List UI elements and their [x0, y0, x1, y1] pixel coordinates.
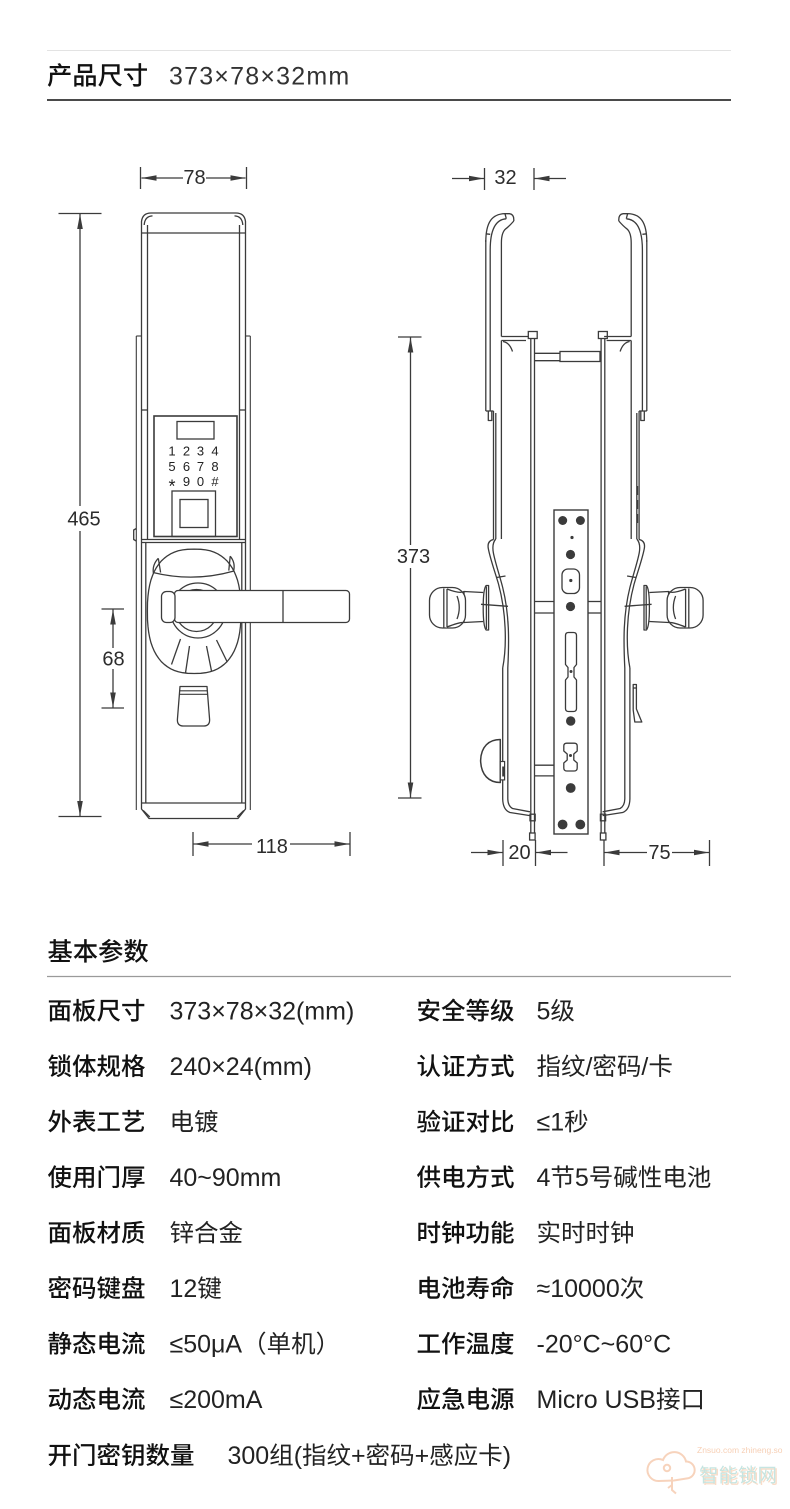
- svg-text:≈10000: ≈10000: [537, 1275, 620, 1303]
- svg-text:373×78×32(mm): 373×78×32(mm): [170, 998, 355, 1026]
- svg-text:/: /: [641, 1053, 648, 1081]
- svg-text:75: 75: [648, 842, 670, 864]
- svg-text:1: 1: [168, 444, 175, 459]
- svg-text:78: 78: [183, 167, 205, 189]
- svg-text:68: 68: [102, 648, 124, 670]
- svg-text:40~90mm: 40~90mm: [170, 1164, 282, 1192]
- svg-text:7: 7: [197, 459, 204, 474]
- svg-text:Micro USB: Micro USB: [537, 1386, 656, 1414]
- svg-text:20: 20: [508, 842, 530, 864]
- svg-text:): ): [503, 1442, 511, 1470]
- svg-text:8: 8: [211, 459, 218, 474]
- svg-text:0: 0: [197, 474, 204, 489]
- svg-text:+: +: [415, 1442, 430, 1470]
- svg-text:≤50μA: ≤50μA: [170, 1331, 243, 1359]
- svg-text:Znsuo.com zhineng.so: Znsuo.com zhineng.so: [697, 1445, 783, 1455]
- svg-text:3: 3: [197, 444, 204, 459]
- svg-text:+: +: [351, 1442, 366, 1470]
- svg-text:118: 118: [256, 836, 288, 858]
- svg-text:300: 300: [228, 1442, 270, 1470]
- svg-text:2: 2: [183, 444, 190, 459]
- svg-text:240×24(mm): 240×24(mm): [170, 1053, 312, 1081]
- svg-text:9: 9: [183, 474, 190, 489]
- svg-text:5: 5: [575, 1164, 589, 1192]
- svg-text:*: *: [168, 476, 175, 496]
- svg-text:≤1: ≤1: [537, 1109, 565, 1137]
- svg-text:32: 32: [494, 167, 516, 189]
- svg-text:4: 4: [537, 1164, 551, 1192]
- svg-text:12: 12: [170, 1275, 198, 1303]
- svg-text:/: /: [586, 1053, 593, 1081]
- svg-text:≤200mA: ≤200mA: [170, 1386, 263, 1414]
- svg-text:373: 373: [397, 546, 430, 568]
- svg-text:#: #: [211, 474, 219, 489]
- svg-text:465: 465: [67, 508, 100, 530]
- svg-text:-20°C~60°C: -20°C~60°C: [537, 1331, 672, 1359]
- svg-text:373×78×32mm: 373×78×32mm: [169, 63, 350, 91]
- svg-text:5: 5: [168, 459, 175, 474]
- svg-text:6: 6: [183, 459, 190, 474]
- svg-text:4: 4: [211, 444, 218, 459]
- svg-text:(: (: [294, 1442, 303, 1470]
- svg-text:5: 5: [537, 998, 551, 1026]
